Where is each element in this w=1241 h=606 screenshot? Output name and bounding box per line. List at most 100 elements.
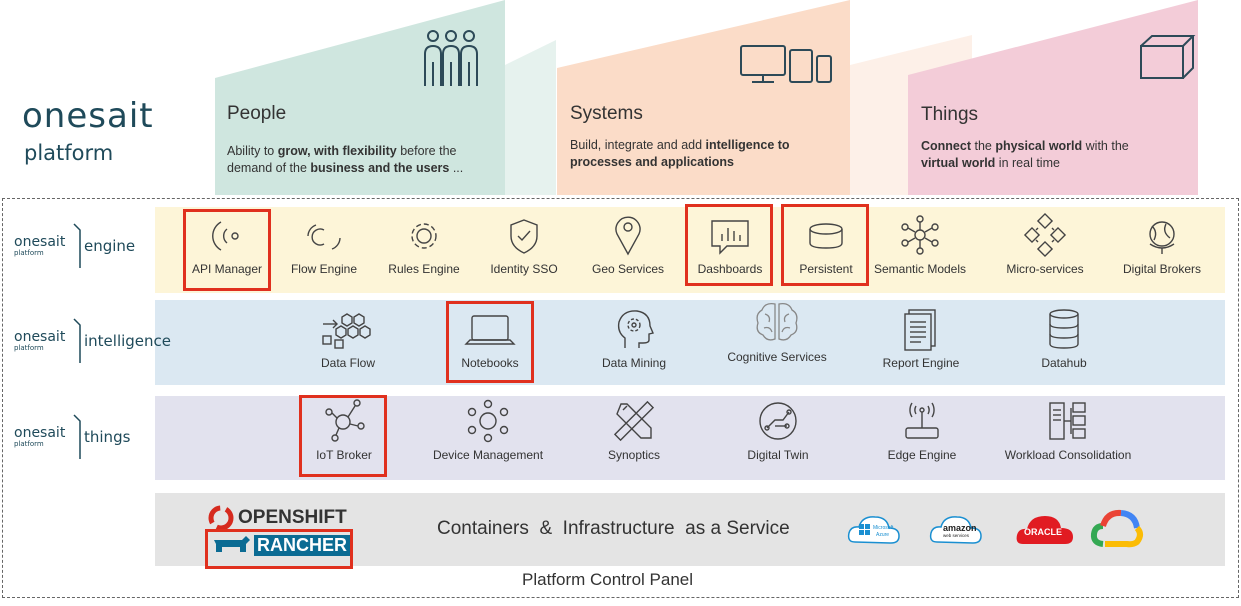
globe-icon [1149,221,1175,254]
engine-item-semantic-models[interactable]: Semantic Models [870,212,970,276]
control-panel-label: Platform Control Panel [522,570,694,589]
things-panel [908,0,1198,195]
highlight-api-manager [183,209,271,291]
aws-cloud-icon: amazon web services [929,516,982,544]
bracket-icon [73,223,81,268]
brand-logo: onesait [22,96,154,136]
engine-item-digital-brokers[interactable]: Digital Brokers [1112,212,1212,276]
highlight-rancher [205,529,353,569]
devices-icon [740,45,832,83]
engine-item-micro-services[interactable]: Micro-services [995,212,1095,276]
engine-layer-label: onesait platform engine [14,223,136,268]
openshift-logo: OPENSHIFT [207,505,347,531]
engine-item-rules-engine[interactable]: Rules Engine [382,212,466,276]
intelligence-item-data-mining[interactable]: Data Mining [592,306,676,370]
brain-head-icon [617,310,654,348]
layer-brand-sub: platform [14,249,44,257]
svg-text:ORACLE: ORACLE [1024,527,1062,537]
layer-brand: onesait [14,234,66,250]
server-rack-icon [1049,402,1086,440]
bracket-icon [73,318,81,363]
google-cloud-icon [1090,509,1143,548]
people-description: Ability to grow, with flexibility before… [227,144,464,175]
people-panel [215,0,505,195]
engine-item-geo-services[interactable]: Geo Services [586,212,670,276]
layer-name: intelligence [84,332,172,350]
platform-frame [2,198,1239,598]
bracket-icon [73,414,81,459]
people-title: People [227,103,287,124]
intelligence-item-notebooks[interactable]: Notebooks [449,306,531,370]
oracle-cloud-icon: ORACLE [1016,516,1073,544]
things-item-device-management[interactable]: Device Management [428,398,548,462]
header-panels [215,0,1198,195]
highlight-notebooks [446,301,534,383]
things-title: Things [921,104,979,125]
people-icon [424,30,478,86]
openshift-icon [208,505,234,531]
layer-brand-sub: platform [14,344,44,352]
database-icon [809,223,843,249]
cloud-logos: Microsoft Azure amazon web services ORAC… [847,509,1143,548]
things-band [155,396,1225,480]
systems-description: Build, integrate and add intelligence to… [570,138,790,169]
systems-title: Systems [570,103,643,124]
brain-circuit-icon [756,302,798,341]
highlight-persistent [781,204,869,286]
report-document-icon [904,309,936,351]
people-panel-shadow [505,40,556,195]
engine-item-persistent[interactable]: Persistent [784,212,868,276]
circuit-circle-icon [759,402,797,440]
layer-brand: onesait [14,329,66,345]
things-caption: Things Connect the physical world with t… [921,104,1201,172]
map-pin-icon [615,216,641,256]
layer-brand-sub: platform [14,440,44,448]
data-flow-icon [322,313,371,349]
cube-icon [1140,35,1196,79]
systems-panel [557,0,850,195]
engine-item-identity-sso[interactable]: Identity SSO [482,212,566,276]
brand-subtitle: platform [24,141,114,165]
dashboard-chat-icon [711,220,749,255]
intelligence-layer-label: onesait platform intelligence [14,318,172,363]
intelligence-band [155,300,1225,385]
cubes-network-icon [1023,212,1067,258]
layer-brand: onesait [14,425,66,441]
layer-name: things [84,428,131,446]
engine-item-api-manager[interactable]: API Manager [185,212,269,276]
rancher-icon [214,536,250,552]
intelligence-item-report-engine[interactable]: Report Engine [876,306,966,370]
shield-icon [510,219,538,254]
svg-text:Microsoft: Microsoft [873,525,894,531]
highlight-dashboards [685,204,773,286]
intelligence-item-data-flow[interactable]: Data Flow [306,306,390,370]
systems-caption: Systems Build, integrate and add intelli… [570,103,850,171]
engine-item-dashboards[interactable]: Dashboards [688,212,772,276]
ruler-pencil-icon [613,400,655,442]
things-item-edge-engine[interactable]: Edge Engine [880,398,964,462]
intelligence-item-cognitive-services[interactable]: Cognitive Services [722,300,832,364]
things-item-iot-broker[interactable]: IoT Broker [302,398,386,462]
laptop-icon [464,315,516,345]
svg-text:web services: web services [943,533,970,538]
device-network-icon [467,399,509,443]
people-caption: People Ability to grow, with flexibility… [227,103,497,177]
things-item-digital-twin[interactable]: Digital Twin [736,398,820,462]
rancher-logo: RANCHER [212,534,350,556]
things-layer-label: onesait platform things [14,414,131,459]
intelligence-item-datahub[interactable]: Datahub [1022,306,1106,370]
network-nodes-icon [901,215,939,255]
gear-icon [411,223,437,249]
api-manager-icon [212,221,239,251]
things-description: Connect the physical world with the virt… [921,139,1129,170]
iot-hub-icon [325,399,365,442]
layer-name: engine [84,237,136,255]
infra-title: Containers & Infrastructure as a Service [437,518,790,539]
engine-item-flow-engine[interactable]: Flow Engine [284,212,364,276]
engine-band [155,207,1225,293]
highlight-iot-broker [299,395,387,477]
things-item-workload-consolidation[interactable]: Workload Consolidation [998,398,1138,462]
database-stack-icon [1049,309,1079,349]
azure-cloud-icon: Microsoft Azure [847,516,900,544]
things-item-synoptics[interactable]: Synoptics [592,398,676,462]
